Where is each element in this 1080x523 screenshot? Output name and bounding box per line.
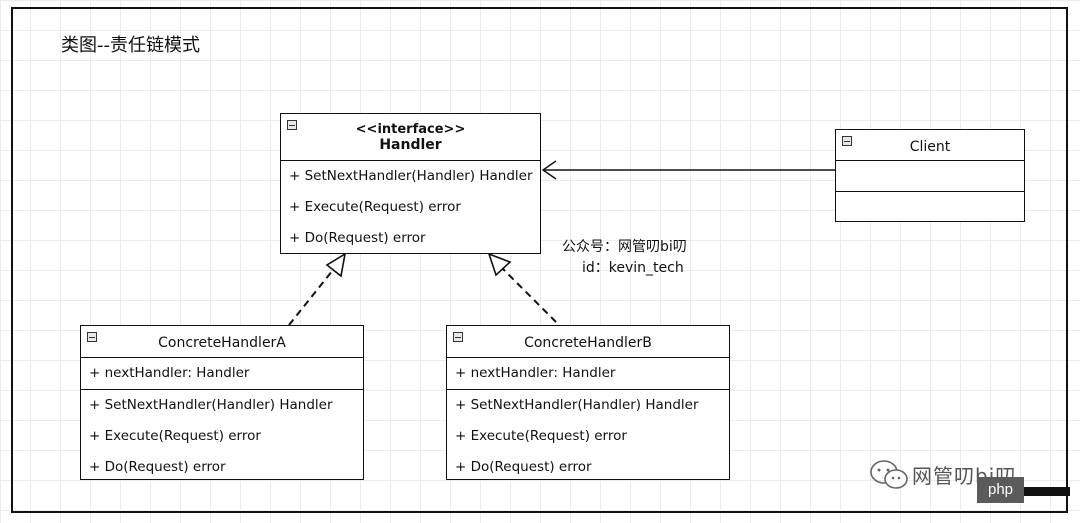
concrete-a-attributes: + nextHandler: Handler (81, 358, 363, 390)
client-class-box[interactable]: Client (835, 129, 1025, 222)
method-row: + Execute(Request) error (455, 428, 627, 444)
collapse-icon[interactable] (287, 120, 297, 130)
method-row: + Execute(Request) error (289, 199, 461, 215)
method-row: + Do(Request) error (289, 230, 426, 246)
handler-name: Handler (379, 137, 442, 153)
method-row: + SetNextHandler(Handler) Handler (455, 397, 699, 413)
realization-line-b (502, 268, 557, 323)
note-id: id：kevin_tech (582, 260, 684, 276)
diagram-title: 类图--责任链模式 (61, 35, 200, 56)
php-badge: php (977, 477, 1024, 503)
note-account: 公众号：网管叨bi叨 (562, 239, 687, 255)
concrete-a-name: ConcreteHandlerA (158, 335, 286, 351)
handler-interface-box[interactable]: <<interface>> Handler + SetNextHandler(H… (280, 113, 541, 254)
realization-line-a (288, 269, 334, 326)
handler-header: <<interface>> Handler (281, 114, 540, 161)
concrete-handler-b-box[interactable]: ConcreteHandlerB + nextHandler: Handler … (446, 325, 730, 480)
concrete-b-methods: + SetNextHandler(Handler) Handler + Exec… (447, 390, 729, 483)
concrete-handler-a-box[interactable]: ConcreteHandlerA + nextHandler: Handler … (80, 325, 364, 480)
association-arrowhead (541, 160, 557, 180)
concrete-b-header: ConcreteHandlerB (447, 326, 729, 358)
concrete-b-name: ConcreteHandlerB (524, 335, 652, 351)
client-attributes (836, 161, 1024, 192)
handler-methods: + SetNextHandler(Handler) Handler + Exec… (281, 161, 540, 254)
method-row: + SetNextHandler(Handler) Handler (89, 397, 333, 413)
client-name: Client (909, 139, 951, 155)
realization-arrowhead-b (487, 252, 512, 277)
client-methods (836, 192, 1024, 221)
method-row: + Do(Request) error (89, 459, 226, 475)
concrete-b-attributes: + nextHandler: Handler (447, 358, 729, 390)
handler-stereotype: <<interface>> (355, 122, 466, 137)
collapse-icon[interactable] (453, 332, 463, 342)
concrete-a-header: ConcreteHandlerA (81, 326, 363, 358)
diagram-frame (11, 7, 1068, 513)
concrete-a-methods: + SetNextHandler(Handler) Handler + Exec… (81, 390, 363, 483)
method-row: + SetNextHandler(Handler) Handler (289, 168, 533, 184)
watermark-bar (1024, 487, 1070, 496)
method-row: + Do(Request) error (455, 459, 592, 475)
client-header: Client (836, 130, 1024, 161)
method-row: + Execute(Request) error (89, 428, 261, 444)
attribute-row: + nextHandler: Handler (89, 365, 250, 381)
collapse-icon[interactable] (842, 136, 852, 146)
attribute-row: + nextHandler: Handler (455, 365, 616, 381)
collapse-icon[interactable] (87, 332, 97, 342)
realization-arrowhead-a (325, 252, 347, 278)
wechat-icon (870, 460, 908, 489)
